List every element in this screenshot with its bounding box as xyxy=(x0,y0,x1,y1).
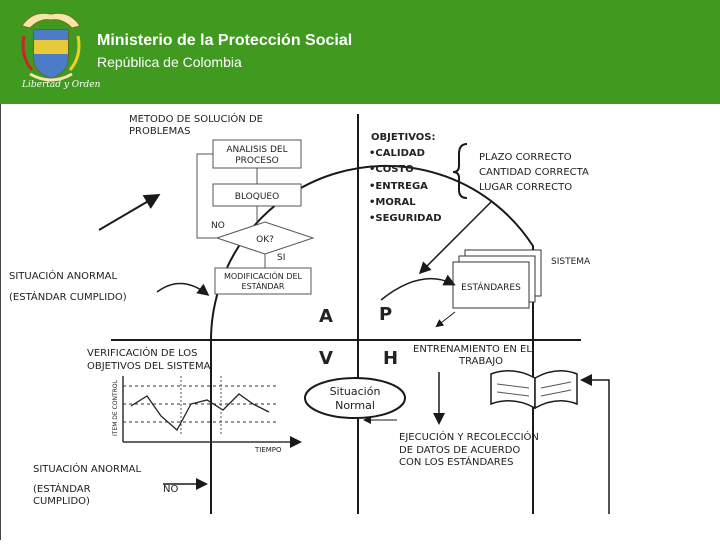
no-label: NO xyxy=(211,221,225,231)
header-bar: Ministerio de la Protección Social Repúb… xyxy=(0,0,720,104)
control-chart xyxy=(122,376,302,448)
analysis-label-2: PROCESO xyxy=(235,156,279,166)
no-loop xyxy=(196,153,217,239)
abnormal-top-2: (ESTÁNDAR CUMPLIDO) xyxy=(9,290,127,303)
objective-item: •COSTO xyxy=(369,164,414,175)
execution-label-2: DE DATOS DE ACUERDO xyxy=(399,445,520,456)
abnormal-top-1: SITUACIÓN ANORMAL xyxy=(9,269,117,282)
coat-of-arms-logo xyxy=(21,12,81,82)
header-title: Ministerio de la Protección Social xyxy=(97,32,353,49)
decision-diamond xyxy=(215,221,315,255)
header-motto: Libertad y Orden xyxy=(22,80,101,90)
normal-situation-2: Normal xyxy=(335,399,375,412)
verification-label-1: VERIFICACIÓN DE LOS xyxy=(87,346,198,359)
arrow-upper-left xyxy=(98,193,161,231)
pdca-diagram-canvas: METODO DE SOLUCIÓN DE PROBLEMAS ANALISIS… xyxy=(9,112,610,514)
abnormal-bottom-2: (ESTÁNDAR xyxy=(33,482,91,495)
modify-label-1: MODIFICACIÓN DEL xyxy=(224,270,303,281)
arrow-from-right xyxy=(580,374,610,514)
normal-situation-ellipse xyxy=(304,377,406,419)
goal-item: CANTIDAD CORRECTA xyxy=(479,167,589,178)
verification-label-2: OBJETIVOS DEL SISTEMA xyxy=(87,361,211,372)
system-label: SISTEMA xyxy=(551,257,591,267)
objective-item: •CALIDAD xyxy=(369,148,425,159)
control-axis-label: ITEM DE CONTROL xyxy=(112,379,119,436)
method-title-line2: PROBLEMAS xyxy=(129,126,190,137)
goal-item: LUGAR CORRECTO xyxy=(479,182,572,193)
analysis-label-1: ANALISIS DEL xyxy=(226,145,287,155)
pdca-diagram: METODO DE SOLUCIÓN DE PROBLEMAS ANALISIS… xyxy=(0,104,720,540)
training-label-1: ENTRENAMIENTO EN EL xyxy=(413,344,532,355)
quadrant-p: P xyxy=(379,304,392,325)
arrow-down-standards xyxy=(435,311,456,328)
si-label: SI xyxy=(277,253,285,263)
modify-label-2: ESTÁNDAR xyxy=(242,280,285,291)
decision-label: OK? xyxy=(256,235,274,245)
objectives-brace xyxy=(452,143,468,199)
arrow-standards xyxy=(380,274,456,301)
arrow-objectives xyxy=(418,201,492,275)
standards-label: ESTÁNDARES xyxy=(461,281,521,293)
header-subtitle: República de Colombia xyxy=(97,54,242,70)
arrow-abnormal-top xyxy=(156,282,210,296)
block-label: BLOQUEO xyxy=(235,192,279,202)
abnormal-bottom-1: SITUACIÓN ANORMAL xyxy=(33,462,141,475)
abnormal-bottom-3: CUMPLIDO) xyxy=(33,496,90,507)
execution-label-3: CON LOS ESTÁNDARES xyxy=(399,455,513,468)
method-title-line1: METODO DE SOLUCIÓN DE xyxy=(129,112,263,125)
execution-label-1: EJECUCIÓN Y RECOLECCIÓN xyxy=(399,430,539,443)
training-label-2: TRABAJO xyxy=(458,356,503,367)
objectives-title: OBJETIVOS: xyxy=(371,132,435,143)
goal-item: PLAZO CORRECTO xyxy=(479,152,572,163)
book-icon xyxy=(490,370,578,410)
time-axis-label: TIEMPO xyxy=(254,446,282,454)
quadrant-v: V xyxy=(319,348,333,369)
objective-item: •MORAL xyxy=(369,197,416,208)
quadrant-a: A xyxy=(319,306,333,327)
objective-item: •SEGURIDAD xyxy=(369,213,442,224)
normal-situation-1: Situación xyxy=(330,385,381,398)
objective-item: •ENTREGA xyxy=(369,181,428,192)
modify-box xyxy=(214,267,312,295)
quadrant-h: H xyxy=(383,348,398,369)
abnormal-bottom-no: NO xyxy=(163,484,178,495)
